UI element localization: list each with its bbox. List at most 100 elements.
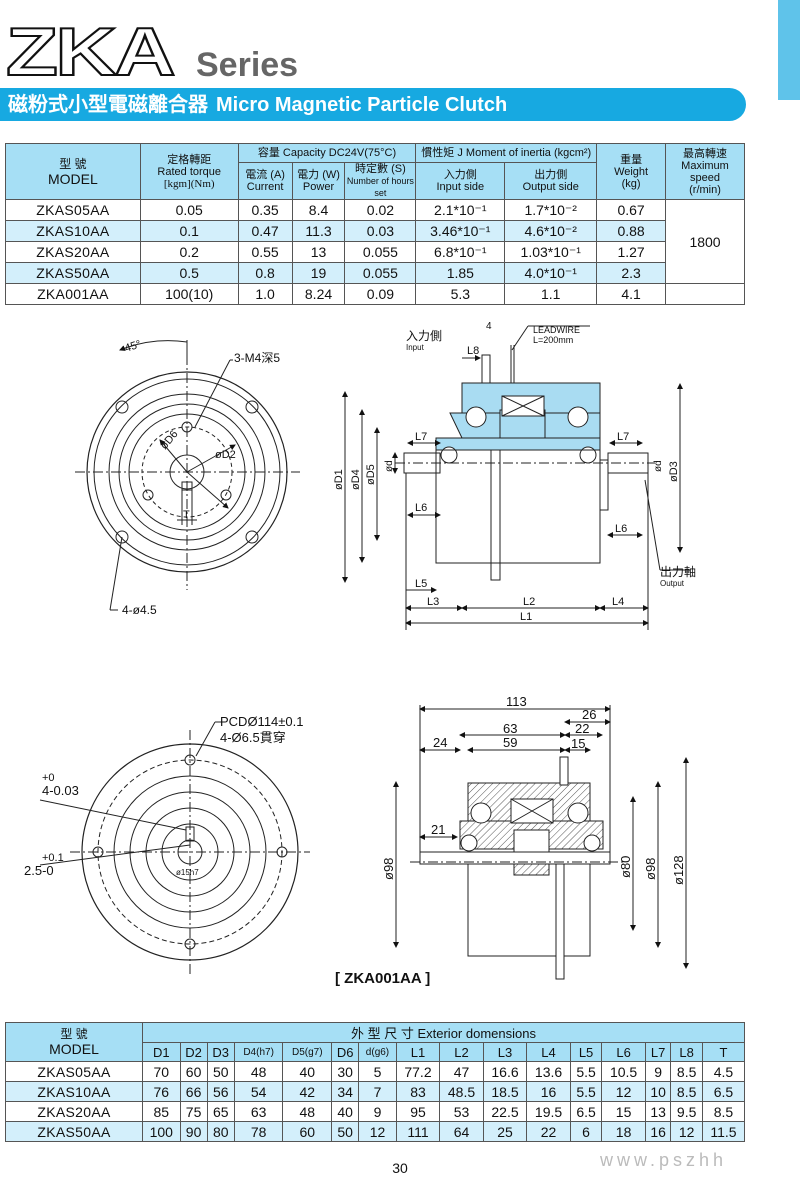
- t-label: T: [183, 509, 190, 521]
- value-cell: 11.3: [291, 220, 346, 242]
- depth-tolerance: +0.1: [42, 852, 64, 864]
- value-cell: 9: [358, 1101, 397, 1122]
- dia-98-right: ø98: [643, 858, 658, 880]
- value-cell: 78: [233, 1121, 284, 1142]
- value-cell: 90: [179, 1121, 208, 1142]
- model-cell: ZKAS50AA: [5, 262, 141, 284]
- header-d5g7: D5(g7): [282, 1042, 333, 1062]
- value-cell: 12: [358, 1121, 397, 1142]
- model-cell: ZKAS10AA: [5, 220, 141, 242]
- header-l5: L5: [569, 1042, 603, 1062]
- header-current: 電流 (A)Current: [237, 162, 293, 200]
- value-cell: 1.03*10⁻¹: [504, 241, 598, 263]
- model-cell: ZKA001AA: [5, 283, 141, 305]
- drawing-caption: [ ZKA001AA ]: [335, 970, 431, 987]
- value-cell: 1.85: [415, 262, 506, 284]
- dia-80: ø80: [618, 856, 633, 878]
- value-cell: 9.5: [670, 1101, 703, 1122]
- value-cell: 5.5: [569, 1081, 603, 1102]
- angle-label: 45°: [123, 338, 143, 355]
- model-cell: ZKAS50AA: [5, 1121, 143, 1142]
- header-l7: L7: [644, 1042, 672, 1062]
- value-cell: 0.055: [344, 241, 417, 263]
- value-cell: 8.24: [291, 283, 346, 305]
- value-cell: 19.5: [526, 1101, 571, 1122]
- value-cell: 100: [142, 1121, 181, 1142]
- header-d6: D6: [331, 1042, 360, 1062]
- header-capacity: 容量 Capacity DC24V(75°C): [237, 143, 417, 163]
- model-cell: ZKAS05AA: [5, 199, 141, 221]
- value-cell: 2.3: [596, 262, 667, 284]
- value-cell: 7: [358, 1081, 397, 1102]
- value-cell: 5.3: [415, 283, 506, 305]
- value-cell: 54: [233, 1081, 284, 1102]
- header-power: 電力 (W)Power: [291, 162, 346, 200]
- value-cell: 8.4: [291, 199, 346, 221]
- value-cell: 25: [482, 1121, 528, 1142]
- banner-title-en: Micro Magnetic Particle Clutch: [216, 94, 508, 116]
- value-cell: 75: [179, 1101, 208, 1122]
- header-l8: L8: [670, 1042, 703, 1062]
- value-cell: 11.5: [701, 1121, 746, 1142]
- value-cell: 30: [331, 1061, 360, 1082]
- value-cell: 8.5: [701, 1101, 746, 1122]
- d-label-right: ød: [653, 460, 664, 472]
- side-view-zka001: [393, 705, 689, 980]
- value-cell: 0.8: [237, 262, 293, 284]
- value-cell: 1.27: [596, 241, 667, 263]
- value-cell: 40: [331, 1101, 360, 1122]
- d5-label: øD5: [365, 464, 377, 485]
- value-cell: 48: [282, 1101, 333, 1122]
- l5-label: L5: [415, 578, 427, 590]
- value-cell: 48: [233, 1061, 284, 1082]
- value-cell: 18: [601, 1121, 646, 1142]
- header-dg6: d(g6): [358, 1042, 397, 1062]
- key-depth: 2.5-0: [24, 863, 54, 878]
- header-t: T: [701, 1042, 746, 1062]
- value-cell: 0.09: [344, 283, 417, 305]
- value-cell: 13: [644, 1101, 672, 1122]
- value-cell: 0.55: [237, 241, 293, 263]
- value-cell: 0.03: [344, 220, 417, 242]
- d4-label: øD4: [350, 469, 362, 490]
- l7-label-right: L7: [617, 431, 629, 443]
- d3-label: øD3: [668, 461, 680, 482]
- front-view-zkas: [75, 340, 300, 611]
- front-view-zka001: [39, 721, 310, 975]
- dia-98-left: ø98: [381, 858, 396, 880]
- value-cell: 6.5: [701, 1081, 746, 1102]
- model-cell: ZKAS10AA: [5, 1081, 143, 1102]
- banner-title-zh: 磁粉式小型電磁離合器: [8, 94, 208, 116]
- value-cell: 18.5: [482, 1081, 528, 1102]
- side-view-zkas: [342, 325, 690, 630]
- value-cell: 0.05: [139, 199, 239, 221]
- value-cell: 85: [142, 1101, 181, 1122]
- value-cell: 0.67: [596, 199, 667, 221]
- l4-label: L4: [612, 596, 624, 608]
- shaft-label: ø15h7: [176, 868, 199, 877]
- value-cell: 60: [179, 1061, 208, 1082]
- dim-26: 26: [582, 707, 596, 722]
- header-l2: L2: [439, 1042, 484, 1062]
- l6-label-left: L6: [415, 502, 427, 514]
- value-cell: 40: [282, 1061, 333, 1082]
- dim-22: 22: [575, 721, 589, 736]
- value-cell: 0.02: [344, 199, 417, 221]
- value-cell: 50: [206, 1061, 235, 1082]
- l8-label: L8: [467, 345, 479, 357]
- value-cell: 6.5: [569, 1101, 603, 1122]
- dim-63: 63: [503, 721, 517, 736]
- value-cell: 1.7*10⁻²: [504, 199, 598, 221]
- model-cell: ZKAS20AA: [5, 1101, 143, 1122]
- holes-label-2: 4-Ø6.5貫穿: [220, 730, 286, 745]
- dim-21: 21: [431, 822, 445, 837]
- dim-59: 59: [503, 735, 517, 750]
